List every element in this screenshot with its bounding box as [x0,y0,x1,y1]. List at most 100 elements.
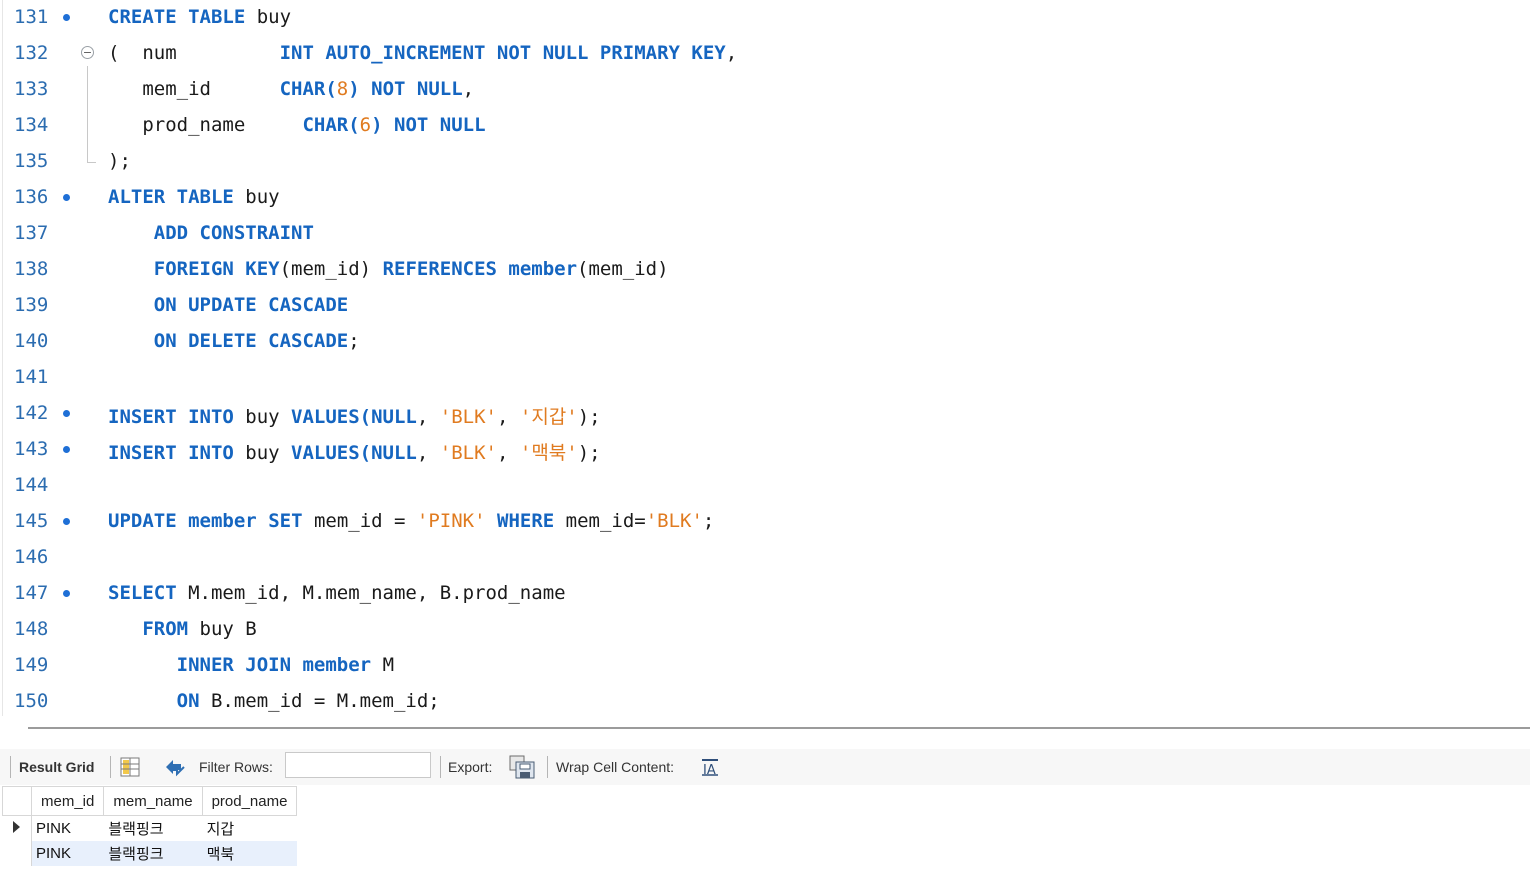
code-token: ; [348,330,360,352]
code-line[interactable]: 144 [0,468,1530,504]
code-line[interactable]: 150 ON B.mem_id = M.mem_id; [0,684,1530,720]
code-token: 'PINK' [416,510,486,532]
code-token: '지갑' [519,406,578,428]
column-header-mem-name[interactable]: mem_name [103,786,203,816]
line-number: 137 [14,222,49,244]
panel-splitter[interactable] [28,727,1530,729]
code-line[interactable]: 137 ADD CONSTRAINT [0,216,1530,252]
code-token: , [416,406,440,428]
code-token: B.mem_id = M.mem_id; [199,690,440,712]
code-text: ON UPDATE CASCADE [108,294,348,316]
line-number: 148 [14,618,49,640]
table-row[interactable]: PINK 블랙핑크 맥북 [2,841,297,866]
statement-marker-icon[interactable] [63,446,70,453]
code-text: ALTER TABLE buy [108,186,280,208]
code-token: , [725,42,738,64]
code-token: , [416,442,440,464]
line-number: 134 [14,114,49,136]
code-token: FROM [142,618,189,640]
line-number: 150 [14,690,49,712]
line-number: 135 [14,150,49,172]
result-toolbar: Result Grid Filter Rows: Export: Wrap Ce… [0,749,1530,785]
statement-marker-icon[interactable] [63,14,70,21]
statement-marker-icon[interactable] [63,518,70,525]
code-token: ; [702,510,715,532]
code-text: ADD CONSTRAINT [108,222,314,244]
code-line[interactable]: 149 INNER JOIN member M [0,648,1530,684]
code-line[interactable]: 132−( num INT AUTO_INCREMENT NOT NULL PR… [0,36,1530,72]
code-text: UPDATE member SET mem_id = 'PINK' WHERE … [108,510,714,532]
cell-mem-id[interactable]: PINK [36,820,72,837]
code-text: prod_name CHAR(6) NOT NULL [108,114,486,136]
code-line[interactable]: 133 mem_id CHAR(8) NOT NULL, [0,72,1530,108]
row-header-corner [2,786,32,816]
line-number: 139 [14,294,49,316]
statement-marker-icon[interactable] [63,194,70,201]
code-text: ON DELETE CASCADE; [108,330,360,352]
export-icon[interactable] [508,754,536,783]
code-token: ON [176,690,200,712]
cell-mem-name[interactable]: 블랙핑크 [103,841,203,866]
code-line[interactable]: 146 [0,540,1530,576]
refresh-icon[interactable] [162,755,188,782]
code-token: member [188,510,257,532]
column-header-mem-id[interactable]: mem_id [30,786,105,816]
code-token [177,510,188,532]
code-token: 'BLK' [439,442,497,464]
code-token: member [508,258,578,280]
statement-marker-icon[interactable] [63,410,70,417]
toolbar-separator [10,756,11,778]
table-row[interactable]: PINK 블랙핑크 지갑 [2,815,297,841]
toolbar-separator [440,756,441,778]
cell-prod-name[interactable]: 맥북 [202,841,297,866]
code-line[interactable]: 141 [0,360,1530,396]
fold-toggle-icon[interactable]: − [81,46,94,59]
code-token [497,258,508,280]
cell-prod-name[interactable]: 지갑 [206,821,235,838]
column-header-prod-name[interactable]: prod_name [201,786,298,816]
code-text: INNER JOIN member M [108,654,394,676]
result-grid-tab[interactable]: Result Grid [19,759,95,775]
code-token: buy [233,406,292,428]
code-token: INT AUTO_INCREMENT NOT NULL PRIMARY KEY [279,42,726,64]
code-line[interactable]: 148 FROM buy B [0,612,1530,648]
filter-rows-input[interactable] [285,752,431,778]
code-line[interactable]: 135); [0,144,1530,180]
cell-mem-id[interactable]: PINK [31,841,104,866]
code-line[interactable]: 140 ON DELETE CASCADE; [0,324,1530,360]
code-line[interactable]: 134 prod_name CHAR(6) NOT NULL [0,108,1530,144]
line-number: 131 [14,6,49,28]
code-token: , [462,78,475,100]
wrap-text-icon[interactable]: IA [700,757,720,780]
code-token: buy [233,442,292,464]
code-token: ON UPDATE CASCADE [153,294,349,316]
code-text: ON B.mem_id = M.mem_id; [108,690,440,712]
statement-marker-icon[interactable] [63,590,70,597]
wrap-cell-content-label: Wrap Cell Content: [556,759,675,775]
code-token: '맥북' [519,442,578,464]
code-token: NOT NULL [394,114,486,136]
form-editor-icon[interactable] [120,756,140,781]
code-token [108,330,154,352]
code-token [486,510,497,532]
code-line[interactable]: 139 ON UPDATE CASCADE [0,288,1530,324]
code-token: buy [245,6,292,28]
code-token: 8 [336,78,349,100]
code-token: mem_id [108,78,280,100]
code-text: INSERT INTO buy VALUES(NULL, 'BLK', '지갑'… [108,402,601,429]
fold-guide [87,66,88,162]
code-token [108,258,154,280]
code-text: mem_id CHAR(8) NOT NULL, [108,78,474,100]
code-text: SELECT M.mem_id, M.mem_name, B.prod_name [108,582,566,604]
cell-mem-name[interactable]: 블랙핑크 [108,821,164,838]
result-grid[interactable]: mem_id mem_name prod_name PINK 블랙핑크 지갑 P… [2,786,298,866]
code-line[interactable]: 138 FOREIGN KEY(mem_id) REFERENCES membe… [0,252,1530,288]
code-token: WHERE [497,510,555,532]
